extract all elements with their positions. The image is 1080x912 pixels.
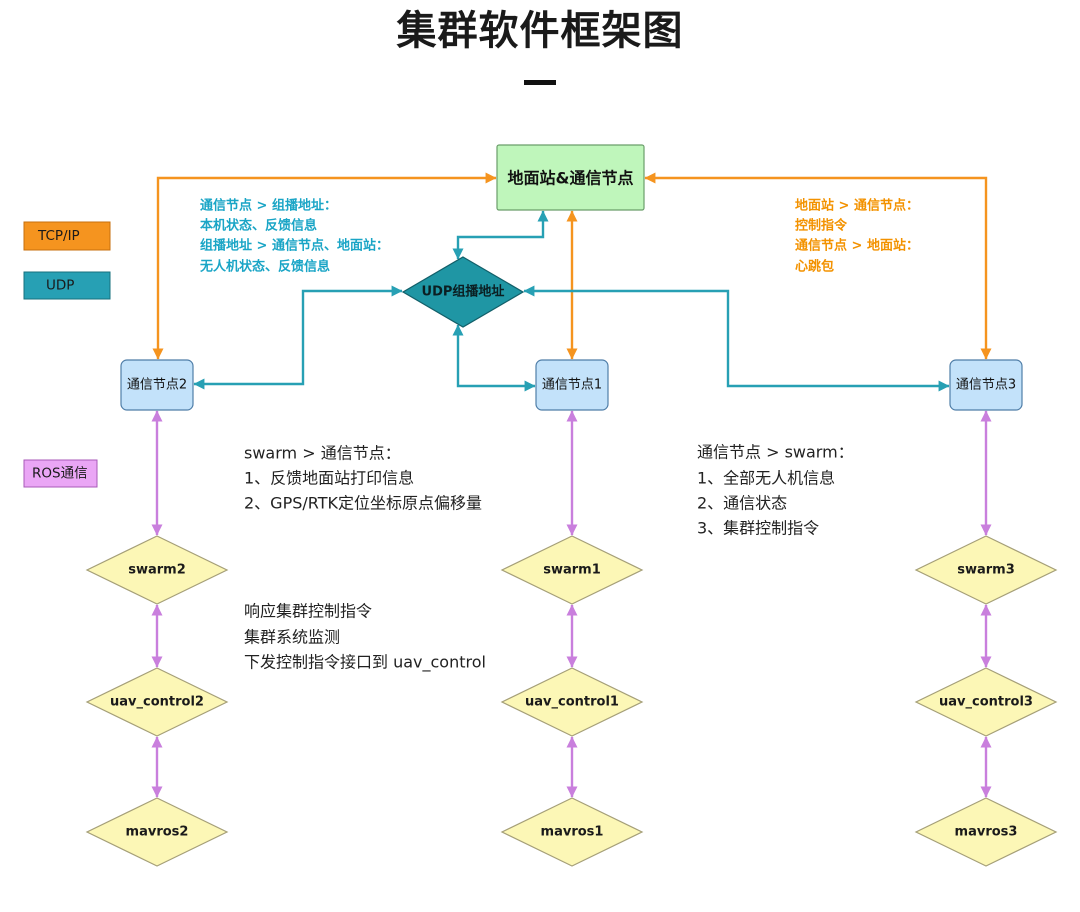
comm-node-1-label: 通信节点1 [542,378,602,393]
ground-station-node: 地面站&通信节点 [496,144,645,211]
diagram-title: 集群软件框架图 [396,8,684,54]
udp-edge-node2-to-multicast [193,285,403,390]
udp-edges [193,210,950,392]
tcp-edge-ground-to-node2 [152,172,497,360]
ground-station-box [496,144,645,211]
mavros-3-label: mavros3 [955,825,1018,840]
swarm-2-diamond [85,535,229,605]
mavros-2-node: mavros2 [85,797,229,867]
comm-node-2-box [120,359,194,411]
swarm-to-node-note-line: swarm > 通信节点： [244,444,401,463]
legend-udp-label: UDP [46,278,74,294]
swarm-1-diamond [500,535,644,605]
swarm-duties-note: 响应集群控制指令 集群系统监测 下发控制指令接口到 uav_control [244,602,486,673]
comm-node-2: 通信节点2 [120,359,194,411]
ros-edges [151,410,992,798]
comm-node-3-label: 通信节点3 [956,378,1016,393]
swarm-duties-note-line: 集群系统监测 [244,628,340,647]
swarm-to-node-note: swarm > 通信节点： 1、反馈地面站打印信息 2、GPS/RTK定位坐标原… [244,444,482,513]
legend-tcp-ip-swatch [23,221,111,251]
udp-note-line: 组播地址 > 通信节点、地面站： [200,238,389,254]
legend-ros-swatch [23,459,98,488]
udp-multicast-node: UDP组播地址 [401,256,525,328]
tcp-edge-ground-to-node3 [644,172,992,360]
udp-multicast-label: UDP组播地址 [422,284,505,300]
swarm-1-label: swarm1 [543,563,601,578]
uav-control-2-diamond [85,667,229,737]
swarm-to-node-note-line: 1、反馈地面站打印信息 [244,469,414,488]
comm-node-2-label: 通信节点2 [127,378,187,393]
mavros-3-diamond [914,797,1058,867]
udp-note-line: 通信节点 > 组播地址： [200,198,337,214]
swarm-duties-note-line: 下发控制指令接口到 uav_control [244,653,486,673]
udp-edge-multicast-to-node1 [452,324,536,392]
node-to-swarm-note-line: 1、全部无人机信息 [697,469,835,488]
tcp-note-line: 通信节点 > 地面站： [795,238,919,254]
udp-edge-multicast-to-node3 [523,285,950,392]
node-to-swarm-note-line: 2、通信状态 [697,494,787,513]
tcp-note: 地面站 > 通信节点： 控制指令 通信节点 > 地面站： 心跳包 [795,198,919,275]
legend: TCP/IP UDP ROS通信 [23,221,111,488]
swarm-duties-note-line: 响应集群控制指令 [244,602,372,621]
uav-control-3-label: uav_control3 [939,695,1033,710]
uav-control-3-node: uav_control3 [914,667,1058,737]
udp-note: 通信节点 > 组播地址： 本机状态、反馈信息 组播地址 > 通信节点、地面站： … [199,198,389,275]
swarm-3-label: swarm3 [957,563,1015,578]
swarm-1-node: swarm1 [500,535,644,605]
swarm-to-node-note-line: 2、GPS/RTK定位坐标原点偏移量 [244,494,482,513]
uav-control-2-node: uav_control2 [85,667,229,737]
udp-note-line: 本机状态、反馈信息 [200,218,317,234]
uav-control-1-diamond [500,667,644,737]
uav-control-2-label: uav_control2 [110,695,204,710]
udp-note-line: 无人机状态、反馈信息 [199,259,330,275]
comm-node-3: 通信节点3 [949,359,1023,411]
node-to-swarm-note-line: 通信节点 > swarm： [697,443,854,462]
mavros-1-diamond [500,797,644,867]
legend-udp-swatch [23,271,111,300]
uav-control-3-diamond [914,667,1058,737]
title-underline [524,80,556,85]
node-to-swarm-note: 通信节点 > swarm： 1、全部无人机信息 2、通信状态 3、集群控制指令 [697,443,854,538]
tcp-note-line: 控制指令 [795,218,848,234]
ground-station-label: 地面站&通信节点 [508,169,634,188]
swarm-2-node: swarm2 [85,535,229,605]
udp-multicast-diamond [401,256,525,328]
mavros-1-node: mavros1 [500,797,644,867]
udp-edge-ground-to-multicast [452,210,549,260]
uav-control-1-label: uav_control1 [525,695,619,710]
tcp-note-line: 心跳包 [795,259,834,275]
comm-node-3-box [949,359,1023,411]
comm-node-1: 通信节点1 [535,359,609,411]
comm-node-1-box [535,359,609,411]
legend-ros-label: ROS通信 [32,466,88,482]
mavros-2-diamond [85,797,229,867]
node-to-swarm-note-line: 3、集群控制指令 [697,519,819,538]
swarm-2-label: swarm2 [128,563,186,578]
mavros-1-label: mavros1 [541,825,604,840]
tcp-note-line: 地面站 > 通信节点： [795,198,919,214]
swarm-3-node: swarm3 [914,535,1058,605]
mavros-3-node: mavros3 [914,797,1058,867]
mavros-2-label: mavros2 [126,825,189,840]
uav-control-1-node: uav_control1 [500,667,644,737]
legend-tcp-ip-label: TCP/IP [37,228,80,244]
swarm-3-diamond [914,535,1058,605]
